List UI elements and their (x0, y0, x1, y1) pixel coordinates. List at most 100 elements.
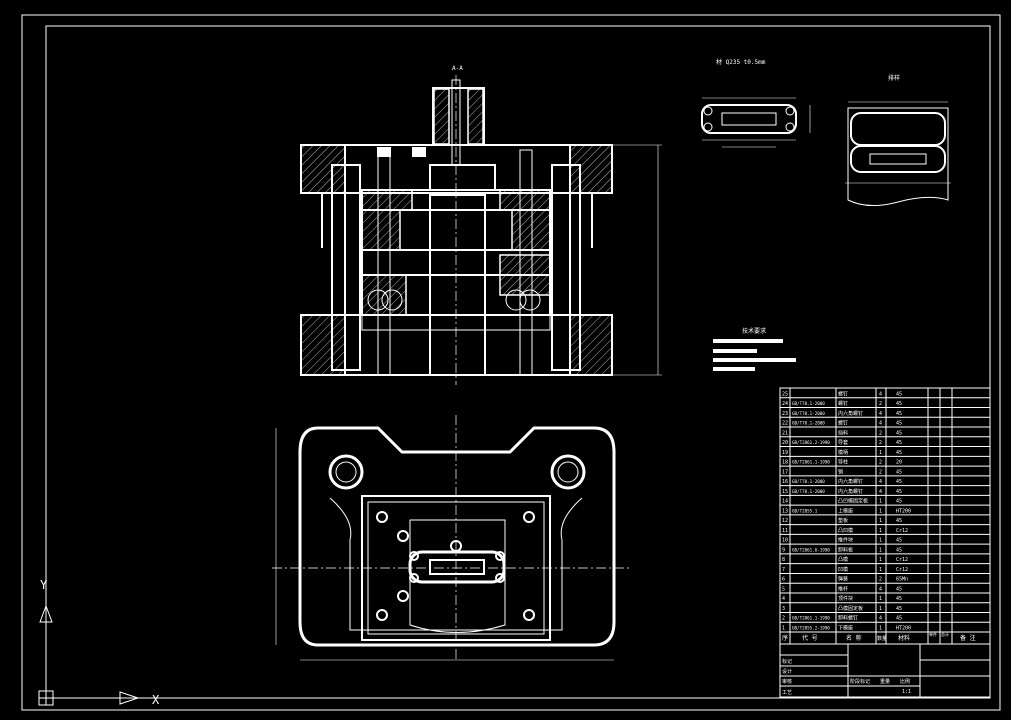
parts-row-name: 顶件块 (838, 595, 853, 602)
parts-row-code: GB/T2855.2-1990 (792, 626, 830, 631)
parts-row-name: 弹簧 (838, 576, 848, 583)
parts-row-material: Cr12 (896, 557, 908, 563)
ucs-icon: Y X (38, 578, 160, 707)
parts-row-no: 4 (782, 596, 785, 602)
parts-row-no: 7 (782, 567, 785, 573)
parts-row-name: 上模座 (838, 507, 853, 514)
section-label: A-A (452, 65, 463, 72)
parts-row-material: 45 (896, 391, 902, 397)
header-remarks: 备 注 (960, 634, 976, 642)
parts-row-qty: 1 (879, 450, 882, 456)
parts-row-name: 导柱 (838, 459, 848, 466)
parts-row-qty: 1 (879, 606, 882, 612)
parts-row-material: 45 (896, 586, 902, 592)
parts-row-name: 挡料 (838, 429, 848, 436)
parts-row-qty: 1 (879, 547, 882, 553)
parts-row-qty: 1 (879, 596, 882, 602)
parts-row-material: 45 (896, 499, 902, 505)
parts-row-qty: 4 (879, 479, 882, 485)
header-material: 材料 (898, 634, 910, 642)
parts-row-code: GB/T70.1-2000 (792, 421, 825, 426)
parts-row-material: 45 (896, 538, 902, 544)
sheet-borders (21, 14, 1001, 711)
parts-row-material: 45 (896, 489, 902, 495)
parts-row-material: 45 (896, 596, 902, 602)
parts-row-no: 10 (782, 538, 788, 544)
parts-row-no: 14 (782, 499, 788, 505)
header-no: 序 (782, 634, 788, 642)
parts-row-no: 19 (782, 450, 788, 456)
parts-row-qty: 1 (879, 518, 882, 524)
parts-row-no: 3 (782, 606, 785, 612)
parts-row-name: 凹模 (838, 566, 848, 573)
parts-row-no: 23 (782, 411, 788, 417)
parts-row-qty: 1 (879, 528, 882, 534)
parts-row-qty: 4 (879, 391, 882, 397)
parts-row-material: Cr12 (896, 567, 908, 573)
parts-row-material: 45 (896, 606, 902, 612)
parts-row-qty: 2 (879, 469, 882, 475)
header-name: 名 称 (846, 634, 862, 642)
notes-title: 技术要求 (742, 327, 766, 335)
tb-label-weight: 重量 (880, 678, 890, 685)
parts-row-code: GB/T2861.2-1990 (792, 440, 830, 445)
parts-row-name: 导套 (838, 439, 848, 446)
parts-row-name: 螺钉 (838, 390, 848, 397)
parts-row-no: 18 (782, 460, 788, 466)
part-drawing[interactable]: 材 Q235 t0.5mm (701, 58, 811, 148)
parts-row-name: 凸凹模固定板 (838, 498, 868, 505)
parts-row-material: 45 (896, 430, 902, 436)
parts-row-code: GB/T70.1-2000 (792, 479, 825, 484)
parts-row-code: GB/T70.1-2000 (792, 411, 825, 416)
parts-row-qty: 1 (879, 538, 882, 544)
parts-row-no: 25 (782, 391, 788, 397)
section-view-assembly[interactable]: A-A (300, 65, 662, 385)
parts-row-no: 17 (782, 469, 788, 475)
parts-row-qty: 1 (879, 499, 882, 505)
parts-row-no: 21 (782, 430, 788, 436)
parts-row-material: 45 (896, 479, 902, 485)
parts-row-qty: 2 (879, 440, 882, 446)
header-qty: 数量 (877, 635, 887, 642)
parts-row-name: 推杆 (838, 585, 848, 592)
header-total: 总计 (941, 631, 949, 637)
parts-row-no: 5 (782, 586, 785, 592)
title-block[interactable]: 标记 设计 审核 工艺 阶段标记 重量 比例 1:1 (779, 643, 991, 698)
parts-row-material: 45 (896, 450, 902, 456)
parts-row-code: GB/T2861.6-1990 (792, 547, 830, 552)
parts-row-name: 卸料板 (838, 546, 853, 553)
tb-label-scale: 比例 (900, 678, 910, 685)
detail-label: 排样 (888, 74, 900, 82)
tb-label-stage: 阶段标记 (850, 678, 870, 685)
parts-row-qty: 4 (879, 421, 882, 427)
parts-row-name: 螺钉 (838, 420, 848, 427)
parts-row-material: 20 (896, 460, 902, 466)
technical-notes: 技术要求 (713, 327, 796, 371)
parts-row-qty: 4 (879, 411, 882, 417)
parts-row-no: 22 (782, 421, 788, 427)
parts-row-code: GB/T2855.1 (792, 508, 818, 513)
parts-row-no: 6 (782, 577, 785, 583)
parts-row-material: Cr12 (896, 528, 908, 534)
parts-row-name: 垫板 (838, 517, 848, 524)
plan-view-lower-die[interactable] (272, 415, 630, 661)
parts-row-no: 16 (782, 479, 788, 485)
parts-row-code: GB/T2861.1-1990 (792, 616, 830, 621)
parts-row-name: 凸模固定板 (838, 605, 863, 612)
parts-row-material: 45 (896, 547, 902, 553)
parts-row-material: 45 (896, 411, 902, 417)
parts-row-qty: 1 (879, 567, 882, 573)
parts-row-qty: 2 (879, 401, 882, 407)
strip-layout[interactable]: 排样 (845, 74, 951, 206)
parts-row-material: 45 (896, 469, 902, 475)
parts-row-material: 45 (896, 421, 902, 427)
parts-row-no: 2 (782, 616, 785, 622)
parts-row-no: 9 (782, 547, 785, 553)
tb-label-process: 工艺 (782, 690, 792, 696)
parts-row-code: GB/T70.1-2000 (792, 489, 825, 494)
parts-row-qty: 2 (879, 460, 882, 466)
header-single: 单件 (929, 631, 937, 637)
parts-row-material: 65Mn (896, 577, 908, 583)
